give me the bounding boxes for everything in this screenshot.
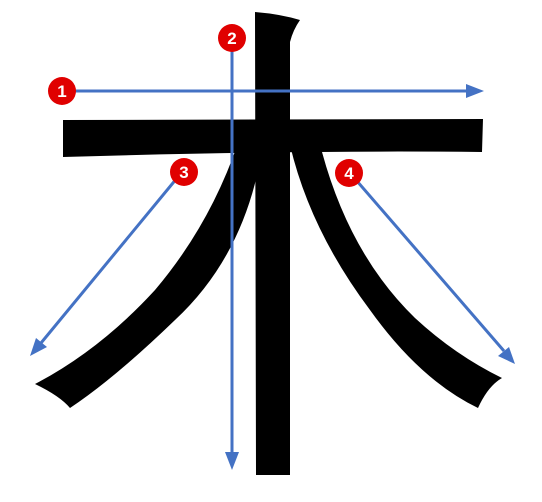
stroke-badges: 1 2 3 4 <box>48 24 363 187</box>
badge-2-label: 2 <box>227 29 236 48</box>
glyph-left-falling-stroke <box>35 143 262 408</box>
glyph-vertical-stroke <box>255 12 300 475</box>
badge-1-label: 1 <box>57 82 66 101</box>
arrow-3-head <box>30 338 47 356</box>
arrow-4-head <box>498 347 515 364</box>
badge-2: 2 <box>218 24 246 52</box>
glyph-right-falling-stroke <box>290 145 502 408</box>
character-glyph <box>35 12 502 475</box>
badge-4: 4 <box>335 159 363 187</box>
badge-3: 3 <box>170 158 198 186</box>
arrow-3-line <box>39 171 184 344</box>
arrow-2-head <box>225 452 239 470</box>
badge-3-label: 3 <box>179 163 188 182</box>
badge-1: 1 <box>48 77 76 105</box>
badge-4-label: 4 <box>344 164 354 183</box>
stroke-arrows <box>30 38 515 470</box>
arrow-4-line <box>348 172 506 352</box>
arrow-1-head <box>466 84 484 98</box>
